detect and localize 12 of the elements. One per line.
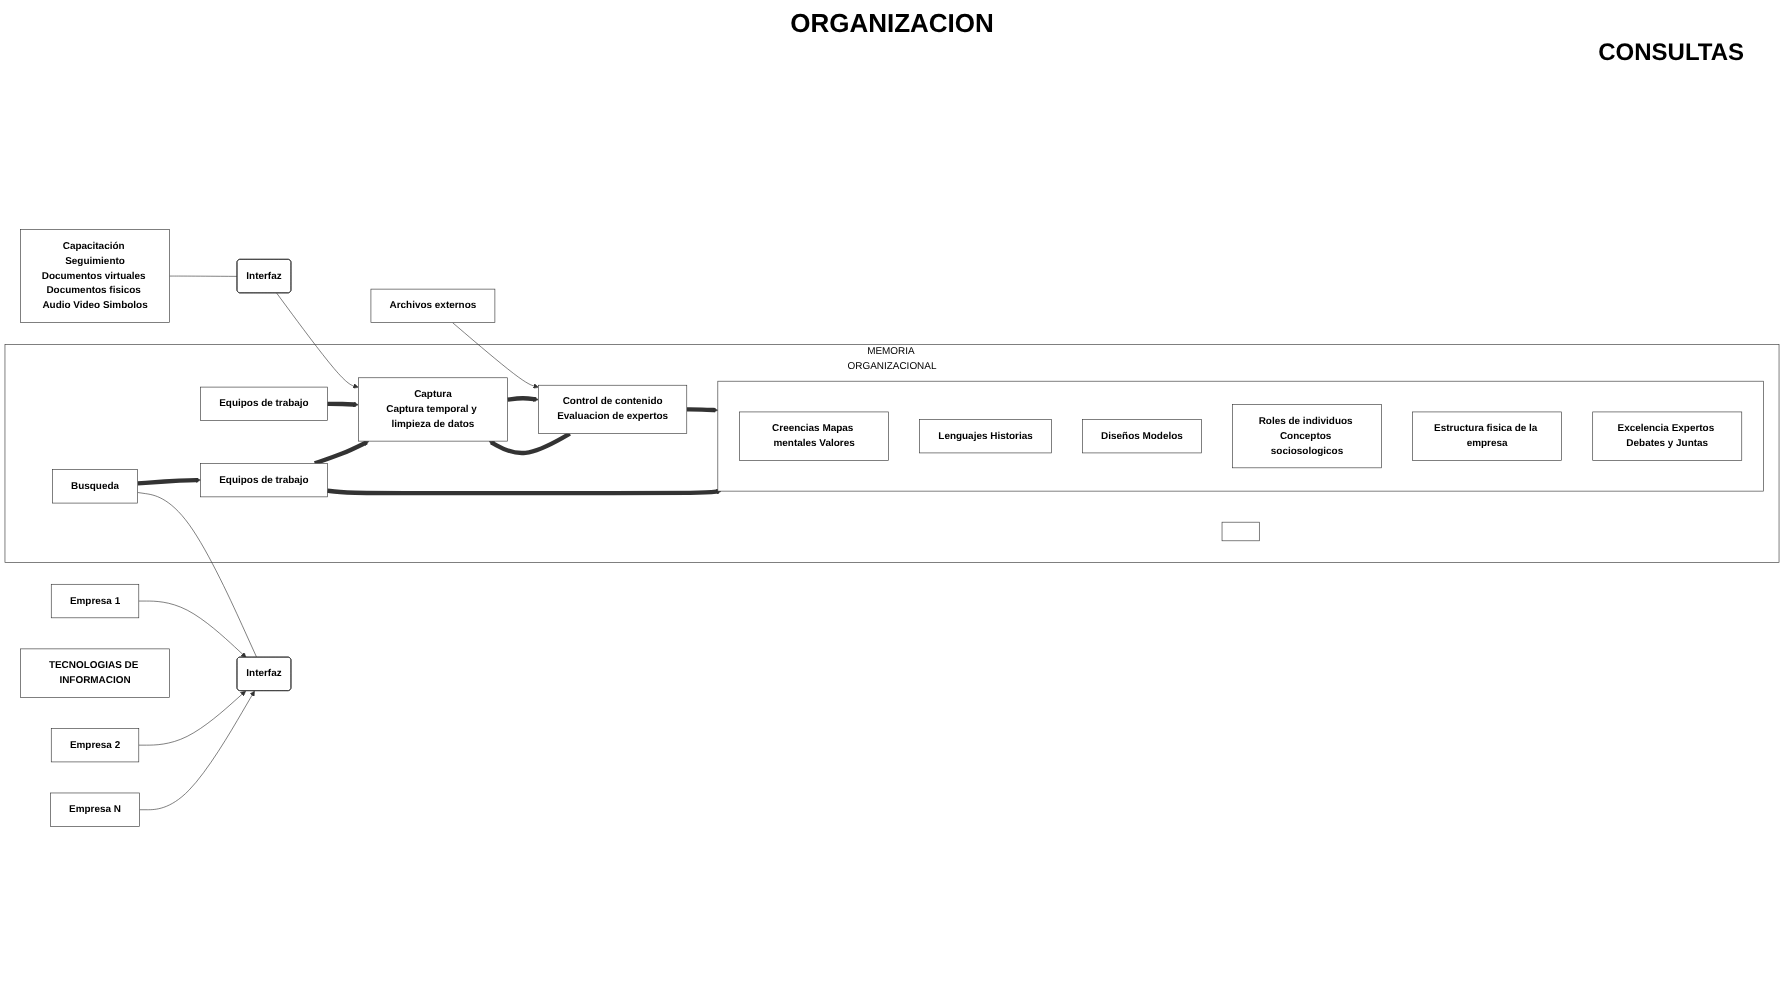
arrow [488,431,571,456]
diagram-title: ORGANIZACION [790,8,994,38]
arrow [326,488,722,496]
cluster [717,380,1764,492]
arrow [314,440,370,466]
node-box [1221,521,1260,542]
connector [169,275,238,277]
arrow [507,396,539,402]
arrow [137,477,201,486]
arrow [327,401,359,408]
arrow [686,407,719,413]
section-label: CONSULTAS [1598,38,1744,66]
